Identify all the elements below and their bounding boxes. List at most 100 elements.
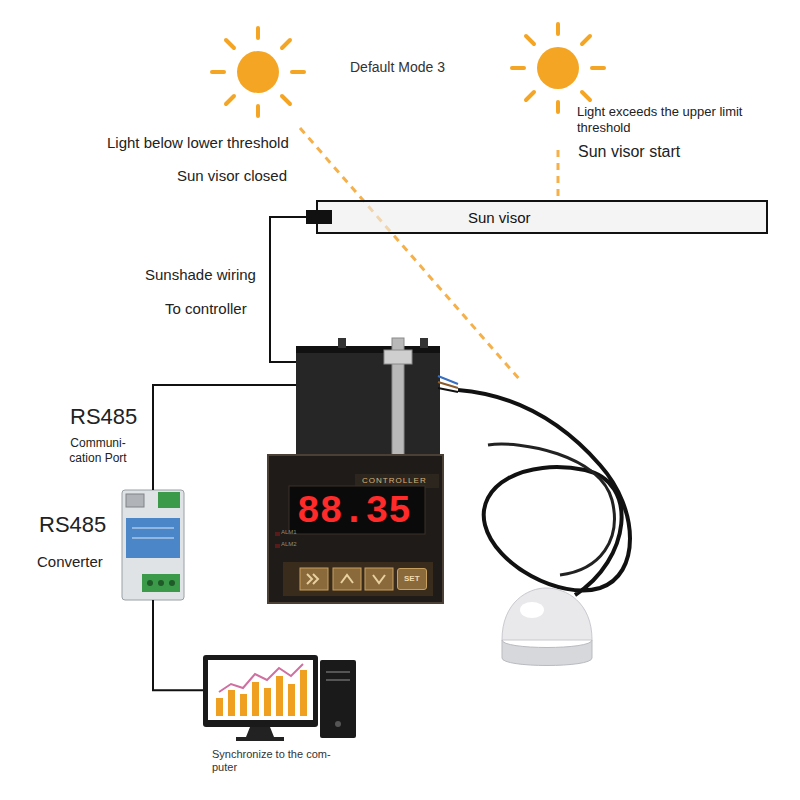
sun-ray: [582, 36, 590, 44]
chart-bar: [216, 698, 223, 716]
node-text: Sun visor: [468, 209, 531, 227]
sun-ray: [292, 70, 304, 74]
converter-case: [122, 490, 184, 600]
front-bezel: [268, 455, 443, 603]
node-text: Converter: [37, 553, 103, 571]
computer-unit: Synchronize to the com-puter: [203, 655, 355, 743]
shift-button: [300, 568, 328, 590]
tower-bay: [326, 671, 350, 673]
chart-bar: [300, 670, 307, 716]
annotation-label: Light below lower threshold: [107, 134, 289, 153]
sun-ray: [556, 102, 560, 112]
annotation-label: Default Mode 3: [350, 59, 445, 77]
sensor-cable: [458, 390, 630, 595]
sun-right: [512, 24, 604, 112]
controller-unit: CONTROLLERALM1ALM288.35SET: [296, 345, 442, 603]
sun-ray: [592, 66, 604, 70]
pc-tower: [320, 660, 356, 738]
sensor-cable: [488, 444, 614, 575]
sun-ray: [226, 40, 234, 48]
annotation-label: Sun visor closed: [177, 167, 287, 186]
terminal-screw: [169, 580, 175, 586]
node-text: CONTROLLER: [362, 476, 427, 486]
node-text: 88.35: [297, 489, 411, 535]
bracket-screw: [384, 350, 412, 364]
led-display: 88.35: [295, 488, 419, 530]
node-text: SET: [404, 574, 420, 584]
light-ray: [300, 128, 520, 380]
annotation-label: Communi-cation Port: [58, 436, 138, 466]
housing-ridge: [296, 346, 440, 353]
dome-highlight: [520, 602, 544, 618]
controller-body: [268, 338, 458, 603]
sun-left: [212, 28, 304, 116]
usb-port: [126, 494, 144, 507]
light-sensor: [458, 390, 630, 666]
down-button: [365, 568, 393, 590]
sun-ray: [556, 24, 560, 34]
sun-ray: [526, 36, 534, 44]
monitor-foot: [236, 737, 284, 741]
signal-wire: [153, 600, 203, 690]
light-ray: [557, 150, 560, 198]
chart-bar: [288, 684, 295, 716]
signal-wire: [153, 385, 296, 490]
label-line: [132, 538, 174, 539]
rs485-converter: [122, 490, 184, 600]
monitor-bezel: [203, 655, 318, 727]
housing-tab: [420, 338, 428, 348]
chart-bar: [252, 682, 259, 716]
signal-wire: [270, 217, 316, 362]
terminal-screw: [147, 580, 153, 586]
set-button: SET: [397, 568, 427, 590]
terminal-screw: [158, 580, 164, 586]
node-text: Synchronize to the com-puter: [212, 748, 354, 774]
chart-bar: [228, 690, 235, 716]
button-strip: [283, 562, 433, 596]
converter-unit: RS485Converter: [122, 490, 184, 600]
terminal-block: [158, 492, 180, 508]
rear-housing: [296, 348, 440, 458]
annotation-label: Sun visor start: [578, 142, 680, 162]
monitor-screen: [208, 660, 313, 720]
chart-line: [219, 664, 303, 692]
alarm-led: [275, 544, 280, 548]
sun-ray: [256, 106, 260, 116]
chart-bar: [264, 688, 271, 716]
sun-ray: [226, 96, 234, 104]
sun-ray: [282, 40, 290, 48]
alarm-led: [275, 532, 280, 536]
annotation-label: Light exceeds the upper limit threshold: [577, 104, 767, 137]
annotation-label: Sunshade wiring: [145, 266, 256, 285]
chart-bar: [240, 694, 247, 716]
sun-ray: [282, 96, 290, 104]
monitor-stand: [246, 727, 274, 737]
sun-disc: [537, 47, 579, 89]
sun-ray: [212, 70, 224, 74]
sun-visor-bar: Sun visor: [316, 200, 768, 234]
visor-connector: [306, 210, 332, 224]
power-button: [335, 721, 341, 727]
shift-symbol: [307, 574, 312, 584]
node-text: ALM1: [281, 529, 297, 536]
sensor-lead: [438, 388, 458, 392]
up-button: [333, 568, 361, 590]
chart-bar: [276, 676, 283, 716]
sensor-base: [502, 640, 592, 666]
tower-bay: [326, 679, 350, 681]
display-window: [289, 486, 425, 534]
housing-tab: [338, 338, 346, 348]
shift-symbol: [313, 574, 318, 584]
node-text: ALM2: [281, 541, 297, 548]
label-line: [132, 528, 174, 529]
sun-ray: [526, 92, 534, 100]
sun-ray: [256, 28, 260, 38]
converter-label: [126, 518, 180, 558]
sensor-lead: [438, 382, 458, 388]
sensor-dome: [502, 588, 592, 640]
sun-disc: [237, 51, 279, 93]
node-text: RS485: [39, 512, 106, 538]
up-symbol: [341, 575, 353, 583]
annotation-label: RS485: [70, 403, 137, 431]
